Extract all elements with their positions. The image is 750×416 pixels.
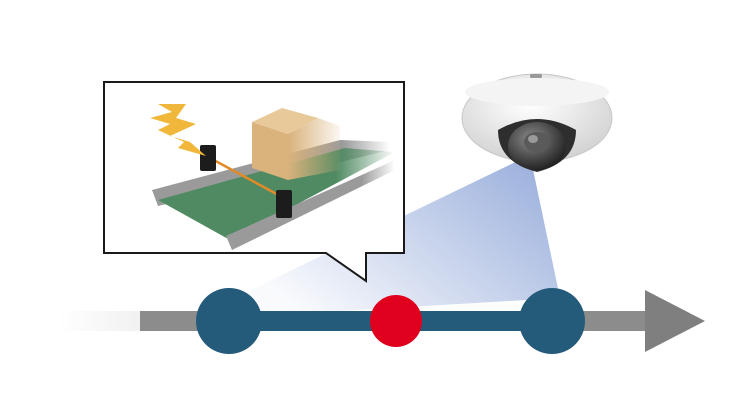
- trigger-node: [370, 295, 422, 347]
- conveyor-sensor-scene: [150, 104, 395, 250]
- lightning-icon: [150, 104, 206, 156]
- sensor-beam: [209, 156, 285, 200]
- box: [252, 108, 340, 180]
- end-node: [519, 288, 585, 354]
- start-node: [196, 288, 262, 354]
- dome-camera-icon: [461, 73, 613, 172]
- sensor-emitter: [200, 145, 216, 171]
- sensor-receiver: [276, 190, 292, 218]
- conveyor-rail-near: [226, 160, 395, 250]
